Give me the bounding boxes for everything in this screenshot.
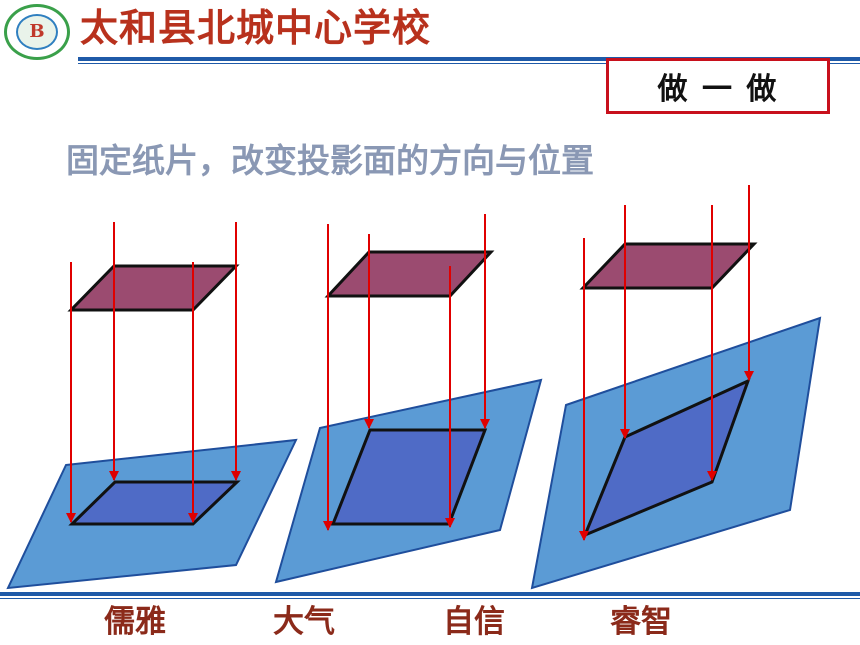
projection-scene-1 [6,222,298,590]
footer-divider [0,592,860,596]
paper-card-1 [67,264,240,312]
motto-2: 大气 [273,604,335,640]
slide-header: B 太和县北城中心学校 [0,0,860,70]
paper-card-3 [579,242,758,290]
header-divider-thin [78,63,860,64]
school-name: 太和县北城中心学校 [80,5,432,50]
projection-scene-3 [530,185,822,590]
motto-1: 儒雅 [104,604,166,640]
paper-card-2 [324,250,495,298]
logo-emblem: B [16,14,58,50]
projection-scene-2 [274,214,543,584]
activity-tag: 做 一 做 [606,58,830,114]
activity-tag-label: 做 一 做 [657,72,779,107]
projection-diagram [6,185,822,590]
header-divider [78,57,860,61]
footer-divider-thin [0,598,860,599]
school-logo: B [4,4,70,60]
shadow-3 [582,378,751,538]
motto-3: 自信 [443,604,505,640]
motto-4: 睿智 [610,604,672,640]
instruction-text: 固定纸片，改变投影面的方向与位置 [66,141,594,180]
